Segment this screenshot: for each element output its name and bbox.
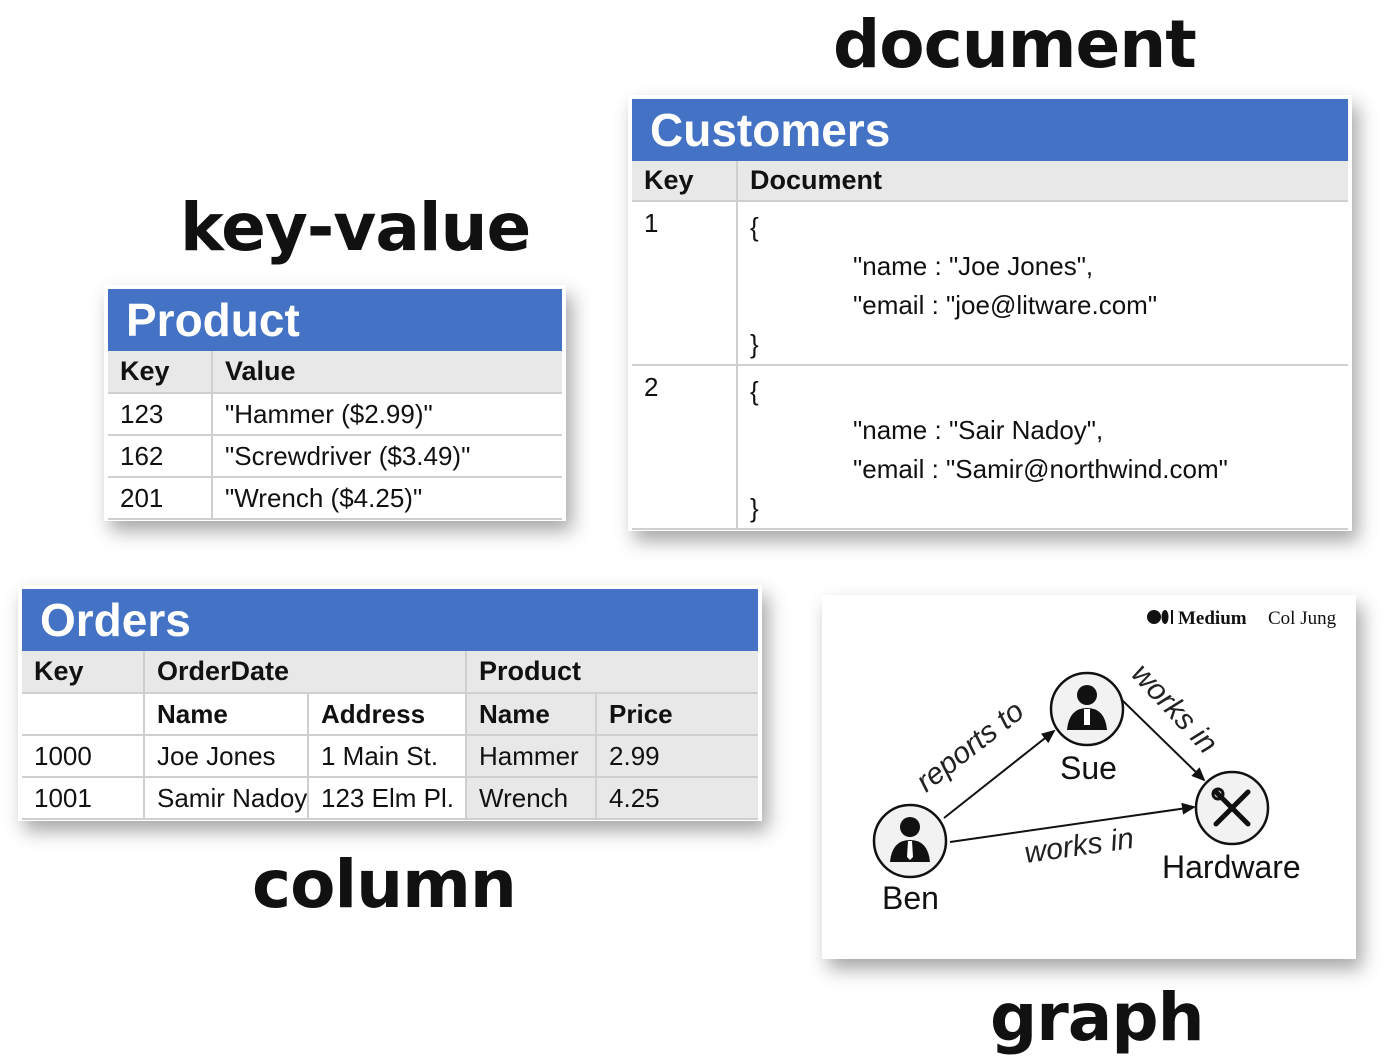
table-row: 1001 Samir Nadoy 123 Elm Pl. Wrench 4.25: [22, 777, 758, 820]
edge-sue-works-in: [1121, 699, 1206, 782]
brand-label: Medium: [1178, 608, 1247, 629]
table-cell: 123 Elm Pl.: [308, 777, 468, 820]
node-label: Ben: [882, 880, 939, 916]
sub-header: Name: [144, 693, 309, 736]
key-cell: 162: [108, 435, 213, 478]
table-cell: 2.99: [596, 735, 758, 778]
column-family-header: Product: [466, 651, 758, 694]
table-row: 1 { "name : "Joe Jones", "email : "joe@l…: [632, 201, 1348, 366]
document-table-card: Customers Key Document 1 { "name : "Joe …: [628, 95, 1352, 531]
node-label: Sue: [1060, 750, 1117, 786]
node-hardware: [1194, 770, 1270, 846]
value-cell: "Screwdriver ($3.49)": [212, 435, 562, 478]
table-row: 2 { "name : "Sair Nadoy", "email : "Sami…: [632, 365, 1348, 530]
json-close-brace: }: [750, 493, 759, 523]
column-header: Key: [108, 351, 213, 394]
json-email-line: "email : "Samir@northwind.com": [853, 454, 1228, 484]
heading-document: document: [833, 6, 1197, 83]
table-row: 201 "Wrench ($4.25)": [108, 477, 562, 520]
table-cell: 1 Main St.: [308, 735, 468, 778]
document-table: Key Document 1 { "name : "Joe Jones", "e…: [632, 161, 1348, 530]
column-header: Key: [632, 161, 738, 202]
column-table-card: Orders Key OrderDate Product Name Addres…: [18, 585, 762, 821]
edge-label-sue-works-in: works in: [1125, 657, 1224, 760]
table-title: Customers: [632, 99, 1348, 161]
table-cell: Hammer: [466, 735, 598, 778]
json-name-line: "name : "Sair Nadoy",: [853, 415, 1104, 445]
key-value-table: Key Value 123 "Hammer ($2.99)" 162 "Scre…: [108, 351, 562, 520]
tools-icon: [1211, 787, 1251, 827]
json-open-brace: {: [750, 376, 759, 406]
value-cell: "Wrench ($4.25)": [212, 477, 562, 520]
document-cell: { "name : "Joe Jones", "email : "joe@lit…: [737, 201, 1348, 366]
person-icon: [890, 817, 930, 862]
key-value-table-card: Product Key Value 123 "Hammer ($2.99)" 1…: [104, 285, 566, 521]
sub-header: [22, 693, 145, 736]
json-open-brace: {: [750, 212, 759, 242]
table-row: 162 "Screwdriver ($3.49)": [108, 435, 562, 478]
heading-key-value: key-value: [180, 189, 531, 266]
json-name-line: "name : "Joe Jones",: [853, 251, 1094, 281]
table-row: 123 "Hammer ($2.99)": [108, 393, 562, 436]
sub-header: Name: [466, 693, 598, 736]
column-header: Key: [22, 651, 145, 694]
table-cell: 1000: [22, 735, 145, 778]
person-icon: [1067, 685, 1107, 730]
table-cell: Wrench: [466, 777, 598, 820]
key-cell: 201: [108, 477, 213, 520]
author-label: Col Jung: [1268, 608, 1337, 629]
sub-header: Price: [596, 693, 758, 736]
column-header: Document: [737, 161, 1348, 202]
sub-header: Address: [308, 693, 468, 736]
graph-card: Medium Col Jung reports to works in work…: [822, 595, 1356, 959]
node-ben: [872, 803, 948, 879]
json-close-brace: }: [750, 329, 759, 359]
document-cell: { "name : "Sair Nadoy", "email : "Samir@…: [737, 365, 1348, 530]
column-family-header: OrderDate: [144, 651, 468, 694]
key-cell: 1: [632, 201, 738, 366]
medium-logo-icon: [1147, 610, 1173, 624]
node-sue: [1049, 671, 1125, 747]
table-cell: Samir Nadoy: [144, 777, 309, 820]
node-label: Hardware: [1162, 849, 1301, 885]
edge-label-reports-to: reports to: [910, 694, 1030, 798]
heading-graph: graph: [990, 979, 1205, 1056]
graph-diagram: Medium Col Jung reports to works in work…: [872, 608, 1337, 916]
table-cell: 1001: [22, 777, 145, 820]
column-family-table: Key OrderDate Product Name Address Name …: [22, 651, 758, 820]
table-title: Orders: [22, 589, 758, 651]
key-cell: 123: [108, 393, 213, 436]
column-header: Value: [212, 351, 562, 394]
edge-reports-to: [943, 729, 1056, 819]
json-email-line: "email : "joe@litware.com": [853, 290, 1158, 320]
table-cell: 4.25: [596, 777, 758, 820]
heading-column: column: [252, 846, 517, 923]
table-row: 1000 Joe Jones 1 Main St. Hammer 2.99: [22, 735, 758, 778]
table-title: Product: [108, 289, 562, 351]
value-cell: "Hammer ($2.99)": [212, 393, 562, 436]
key-cell: 2: [632, 365, 738, 530]
edge-ben-works-in: [949, 802, 1196, 843]
table-cell: Joe Jones: [144, 735, 309, 778]
